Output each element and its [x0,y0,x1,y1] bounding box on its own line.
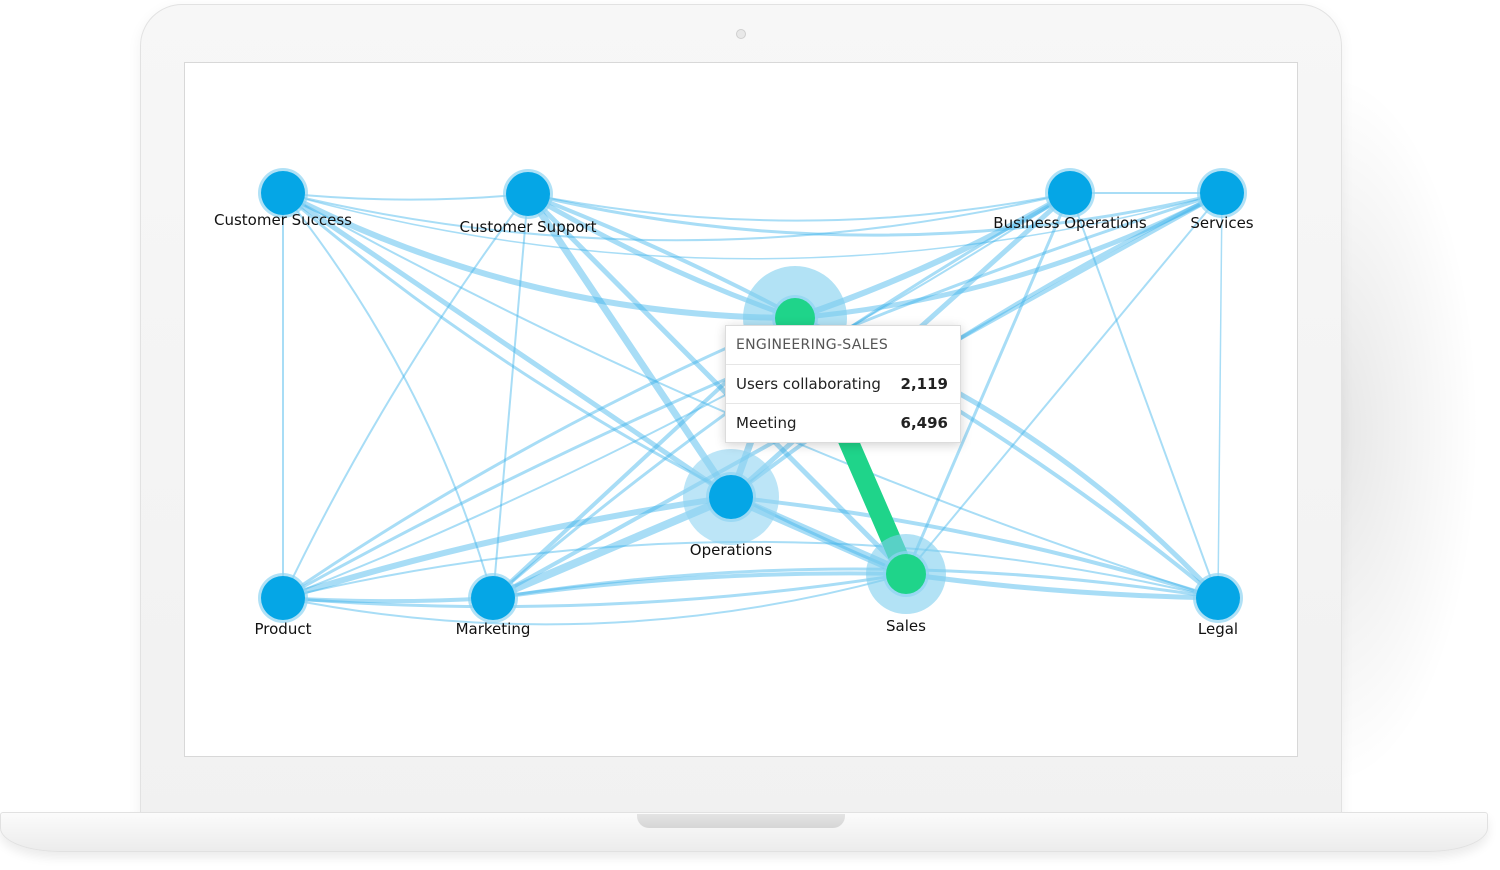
edge-bo-sales[interactable] [904,191,1072,576]
edge-svc-legal[interactable] [1217,192,1223,599]
device-shadow [1330,70,1480,790]
edge-cs-svc[interactable] [282,192,1223,260]
tooltip-title: ENGINEERING-SALES [726,326,960,365]
laptop-screen: Customer Success Customer Support Business… [184,62,1298,757]
node-mkt-label: Marketing [456,620,531,638]
edge-svc-sales[interactable] [905,192,1223,575]
node-svc[interactable]: Services [1190,168,1254,232]
node-csup[interactable]: Customer Support [460,169,597,236]
edge-prod-sales[interactable] [282,573,907,626]
node-prod-dot[interactable] [261,576,305,620]
node-svc-dot[interactable] [1200,171,1244,215]
edge-cs-csup[interactable] [282,192,529,201]
laptop-notch [637,814,845,828]
edge-sales-prod[interactable] [281,572,908,609]
tooltip-label-meeting: Meeting [736,414,797,432]
edge-cs-ops[interactable] [280,190,734,500]
node-prod-label: Product [255,620,312,638]
edge-csup-bo[interactable] [527,192,1071,222]
edge-cs-sales[interactable] [281,191,908,576]
edge-csup-svc[interactable] [526,191,1224,237]
edge-csup-prod[interactable] [282,193,529,599]
node-csup-label: Customer Support [460,218,597,236]
node-bo-dot[interactable] [1048,171,1092,215]
node-layer: Customer Success Customer Support Business… [214,168,1254,638]
node-svc-label: Services [1190,214,1253,232]
edge-svc-eng[interactable] [792,190,1225,321]
tooltip-value-meeting: 6,496 [900,414,948,432]
edge-layer [280,190,1225,626]
node-legal[interactable]: Legal [1193,573,1243,638]
edge-ops-prod[interactable] [280,494,734,601]
camera-icon [736,29,746,39]
node-csup-dot[interactable] [506,172,550,216]
node-legal-label: Legal [1198,620,1238,638]
edge-sales-legal[interactable] [903,571,1221,601]
node-prod[interactable]: Product [255,573,312,638]
edge-cs-eng[interactable] [280,190,798,321]
node-ops-dot[interactable] [709,475,753,519]
tooltip-label-users: Users collaborating [736,375,881,393]
node-mkt-dot[interactable] [471,576,515,620]
edge-prod-legal[interactable] [282,540,1219,599]
edge-cs-bo[interactable] [282,192,1071,242]
node-sales-dot[interactable] [886,554,926,594]
collaboration-network-graph[interactable]: Customer Success Customer Support Business… [185,63,1298,757]
tooltip-row-meeting: Meeting 6,496 [726,403,960,442]
edge-csup-mkt[interactable] [492,193,529,599]
edge-ops-legal[interactable] [729,495,1220,600]
node-ops[interactable]: Operations [683,449,779,559]
tooltip-row-users: Users collaborating 2,119 [726,365,960,403]
edge-sales-mkt[interactable] [491,571,908,600]
node-sales[interactable]: Sales [866,534,946,635]
edge-bo-prod[interactable] [282,192,1071,599]
node-sales-label: Sales [886,617,926,635]
edge-mkt-legal[interactable] [491,567,1220,600]
node-mkt[interactable]: Marketing [456,573,531,638]
edge-cs-mkt[interactable] [282,192,494,599]
tooltip-value-users: 2,119 [900,375,948,393]
edge-prod-mkt[interactable] [281,596,495,604]
edge-csup-ops[interactable] [524,190,735,501]
node-ops-label: Operations [690,541,773,559]
node-cs-dot[interactable] [261,171,305,215]
node-bo[interactable]: Business Operations [993,168,1147,232]
edge-bo-legal[interactable] [1069,192,1219,599]
edge-tooltip: ENGINEERING-SALES Users collaborating 2,… [725,325,961,443]
node-cs-label: Customer Success [214,211,352,229]
edge-svc-ops[interactable] [729,191,1224,499]
node-bo-label: Business Operations [993,214,1147,232]
node-cs[interactable]: Customer Success [214,168,352,229]
node-legal-dot[interactable] [1196,576,1240,620]
edge-eng-prod[interactable] [281,316,797,600]
edge-csup-sales[interactable] [525,191,909,577]
